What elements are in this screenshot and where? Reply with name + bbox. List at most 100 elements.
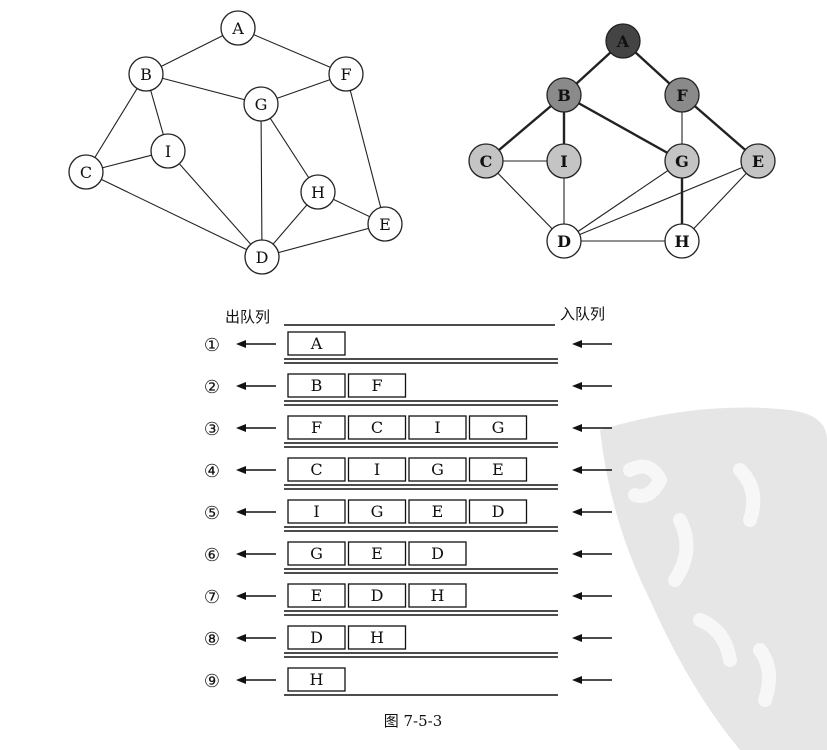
enqueue-arrowhead — [572, 340, 582, 348]
node-label: E — [379, 215, 391, 234]
edge-F-E — [345, 73, 386, 225]
node-D: D — [244, 239, 280, 275]
node-label: B — [557, 86, 571, 105]
enqueue-arrowhead — [572, 424, 582, 432]
queue-item: I — [287, 499, 346, 524]
edge-B-C — [85, 73, 147, 173]
queue-item: E — [347, 541, 407, 566]
node-D: D — [546, 223, 582, 259]
node-label: I — [165, 142, 171, 161]
queue-row: ⑤ I G E D — [204, 499, 612, 532]
enqueue-arrowhead — [572, 550, 582, 558]
node-label: A — [616, 32, 630, 51]
node-I: I — [546, 143, 582, 179]
step-number: ⑤ — [204, 503, 220, 524]
queue-item: C — [287, 457, 346, 482]
queue-item: H — [408, 583, 467, 608]
node-label: E — [752, 152, 764, 171]
queue-item-label: H — [310, 670, 324, 689]
queue-item-label: D — [371, 586, 384, 605]
step-number: ⑧ — [204, 629, 220, 650]
node-C: C — [68, 154, 104, 190]
queue-item: B — [287, 373, 346, 398]
node-E: E — [367, 206, 403, 242]
queue-item: F — [347, 373, 407, 398]
node-label: B — [140, 65, 152, 84]
queue-item-label: C — [371, 418, 383, 437]
node-label: G — [675, 152, 689, 171]
dequeue-label: 出队列 — [225, 308, 270, 326]
edge-C-D — [85, 171, 263, 258]
node-label: I — [560, 152, 567, 171]
queue-item-label: E — [492, 460, 504, 479]
queue-item-label: I — [374, 460, 380, 479]
dequeue-arrowhead — [236, 382, 246, 390]
edge-G-D — [563, 160, 683, 242]
node-label: C — [480, 152, 493, 171]
edge-E-D — [261, 223, 386, 258]
enqueue-arrowhead — [572, 676, 582, 684]
queue-item: A — [287, 331, 346, 356]
node-label: D — [256, 248, 269, 267]
figure-caption: 图 7-5-3 — [384, 712, 443, 730]
edge-B-G — [145, 73, 262, 105]
queue-row: ② B F — [204, 373, 612, 406]
queue-item-label: E — [371, 544, 383, 563]
enqueue-label: 入队列 — [560, 305, 605, 323]
step-number: ② — [204, 377, 220, 398]
queue-item-label: G — [310, 544, 323, 563]
queue-item: E — [408, 499, 467, 524]
node-label: A — [231, 19, 244, 38]
enqueue-arrowhead — [572, 382, 582, 390]
queue-item-label: G — [371, 502, 384, 521]
queue-item-label: F — [311, 418, 322, 437]
step-number: ① — [204, 335, 220, 356]
node-G: G — [243, 86, 279, 122]
seal-watermark — [600, 407, 827, 750]
queue-item-label: A — [310, 334, 323, 353]
dequeue-arrowhead — [236, 592, 246, 600]
queue-item: G — [287, 541, 346, 566]
dequeue-arrowhead — [236, 340, 246, 348]
queue-item: G — [468, 415, 528, 440]
queue-item: I — [347, 457, 407, 482]
queue-item-label: I — [313, 502, 319, 521]
enqueue-arrowhead — [572, 508, 582, 516]
queue-item: E — [468, 457, 528, 482]
edge-I-D — [167, 150, 263, 258]
queue-item-label: G — [492, 418, 505, 437]
queue-item-label: H — [431, 586, 445, 605]
node-A: A — [220, 10, 256, 46]
edge-B-G — [563, 93, 683, 163]
step-number: ⑨ — [204, 671, 220, 692]
queue-item: G — [408, 457, 467, 482]
queue-item: G — [347, 499, 407, 524]
queue-item-label: C — [310, 460, 322, 479]
queue-item-label: D — [492, 502, 505, 521]
edge-C-D — [485, 160, 565, 242]
node-label: H — [674, 232, 689, 251]
node-I: I — [150, 133, 186, 169]
node-label: F — [676, 86, 688, 105]
node-label: F — [340, 65, 351, 84]
queue-item: C — [347, 415, 407, 440]
node-F: F — [328, 56, 364, 92]
queue-row: ④ C I G E — [204, 457, 612, 490]
edge-G-D — [260, 103, 263, 258]
queue-item-label: B — [311, 376, 323, 395]
queue-item: F — [287, 415, 346, 440]
queue-item-label: E — [432, 502, 444, 521]
queue-item-label: D — [431, 544, 444, 563]
queue-item-label: I — [434, 418, 440, 437]
node-H: H — [664, 223, 700, 259]
dequeue-arrowhead — [236, 424, 246, 432]
edge-E-D — [563, 160, 759, 242]
queue-item-label: H — [370, 628, 384, 647]
step-number: ④ — [204, 461, 220, 482]
dequeue-arrowhead — [236, 676, 246, 684]
